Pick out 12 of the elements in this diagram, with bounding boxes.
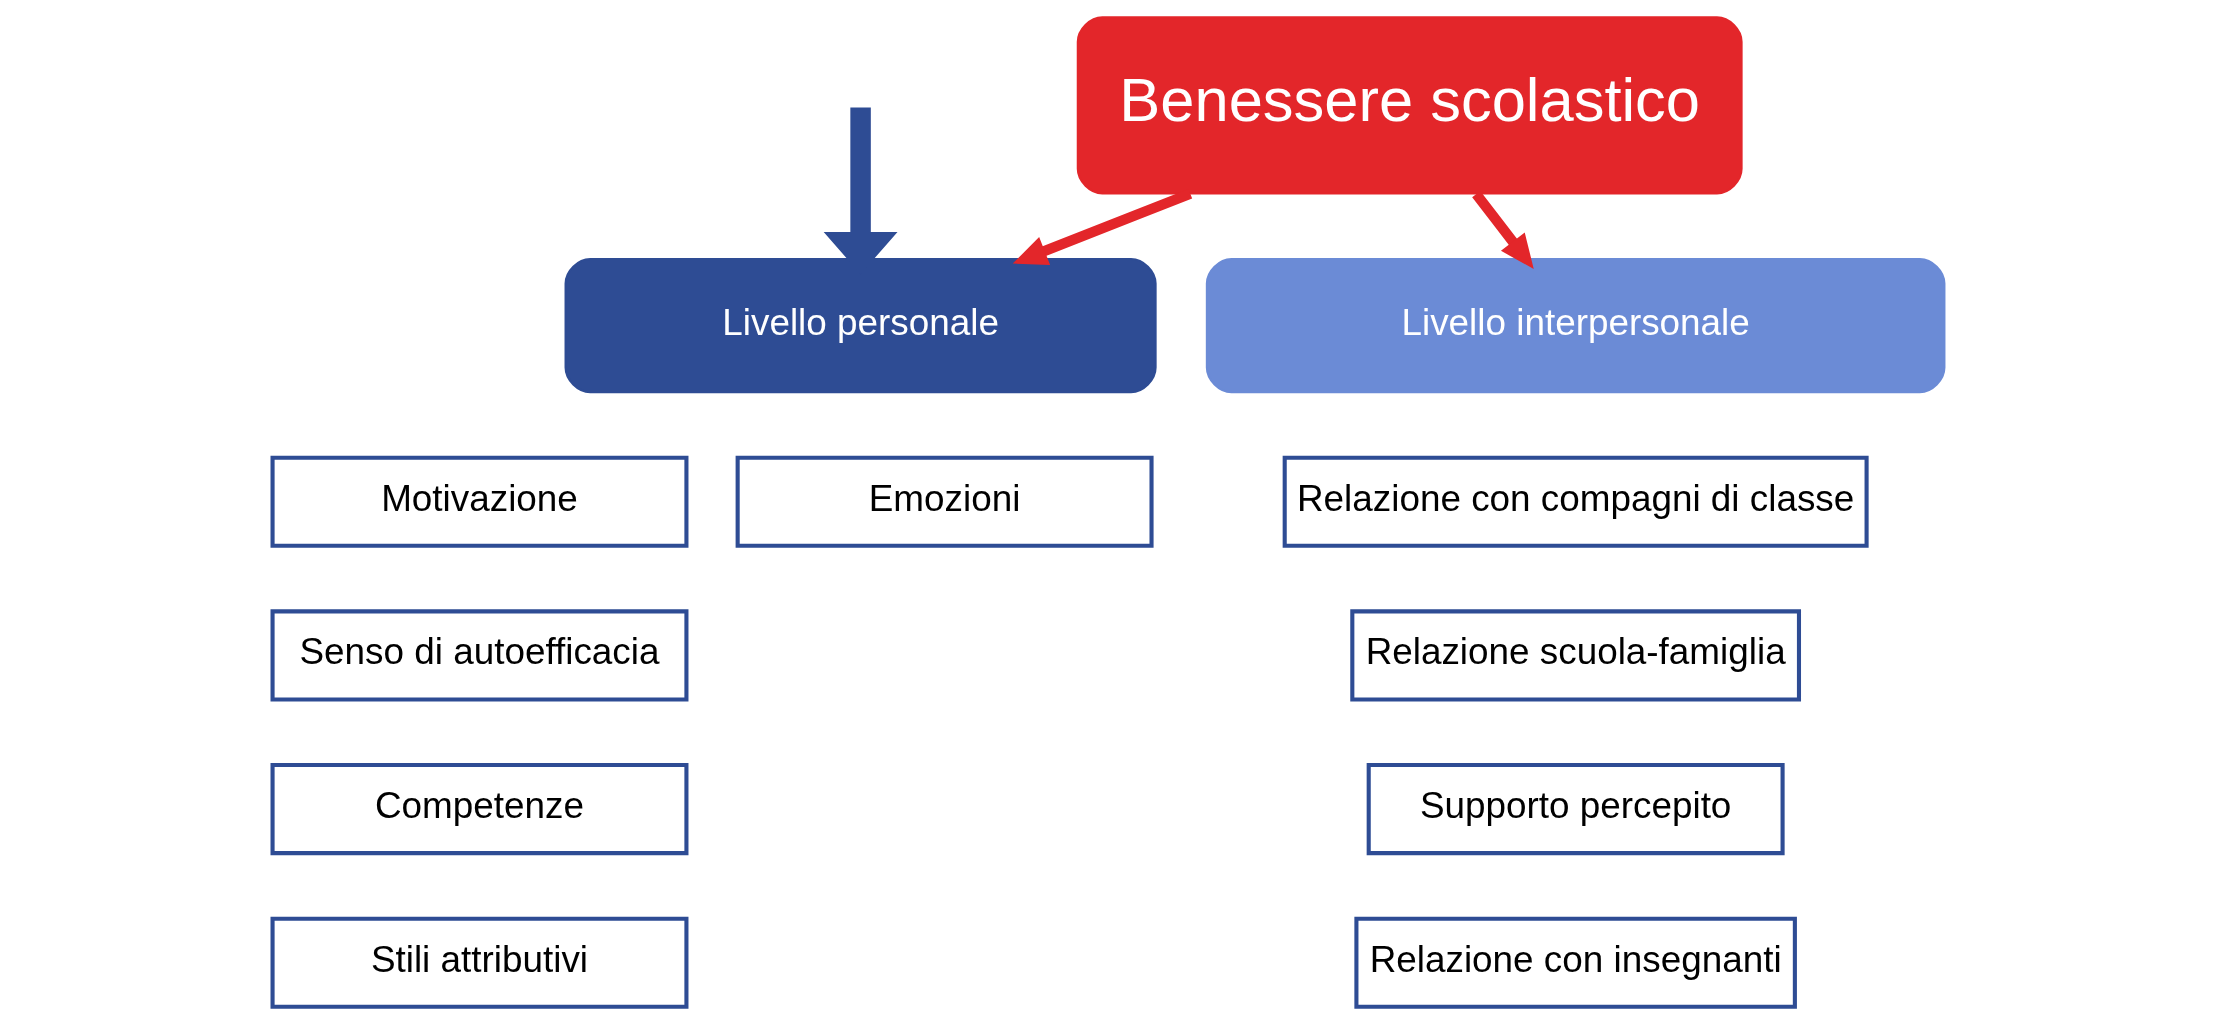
node-box: Motivazione (270, 455, 688, 548)
node-box: Livello interpersonale (1205, 257, 1945, 393)
node-box: Relazione scuola-famiglia (1349, 608, 1801, 701)
node-box: Benessere scolastico (1076, 15, 1743, 194)
node-box: Competenze (270, 762, 688, 855)
node-box: Supporto percepito (1366, 762, 1785, 855)
node-box: Relazione con compagni di classe (1282, 455, 1869, 548)
node-box: Relazione con insegnanti (1353, 916, 1797, 1009)
node-box: Emozioni (735, 455, 1154, 548)
node-box: Stili attributivi (270, 916, 688, 1009)
node-box: Livello personale (564, 257, 1157, 393)
node-box: Senso di autoefficacia (270, 608, 688, 701)
